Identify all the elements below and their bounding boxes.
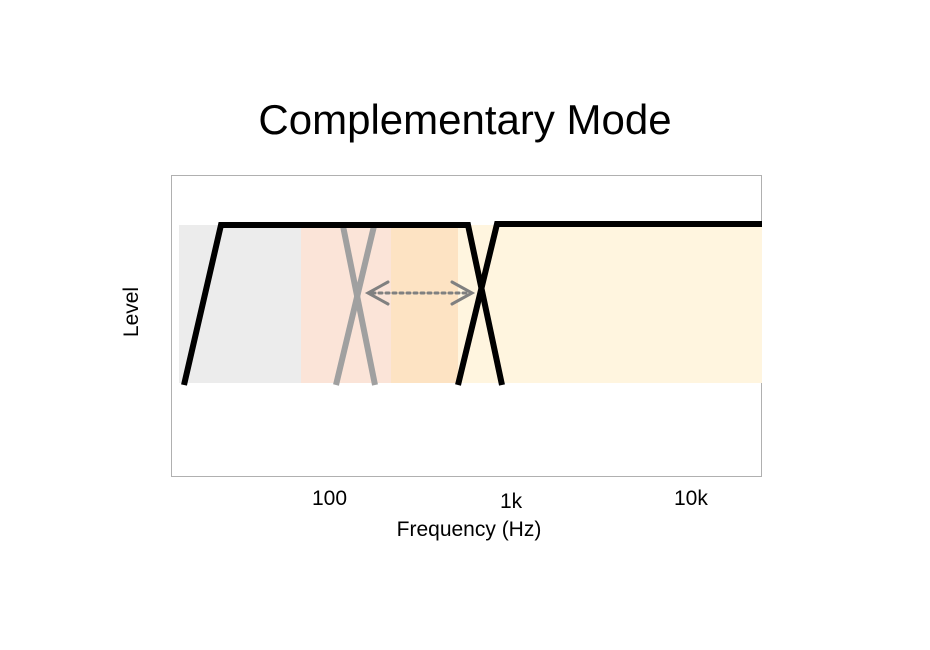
x-axis-label: Frequency (Hz) <box>396 518 542 541</box>
xtick-1k: 1k <box>500 490 523 513</box>
band-high <box>458 225 762 383</box>
inactive-crossover <box>333 225 378 386</box>
band-orange <box>391 225 458 383</box>
xtick-10k: 10k <box>674 487 708 510</box>
diagram-title: Complementary Mode <box>258 96 672 143</box>
xtick-100: 100 <box>312 487 348 510</box>
highpass-curve <box>455 221 762 386</box>
crossover-adjust-arrow-icon <box>364 280 476 306</box>
y-axis-label: Level <box>120 286 143 338</box>
band-low <box>179 225 301 383</box>
lowpass-curve <box>181 222 505 386</box>
